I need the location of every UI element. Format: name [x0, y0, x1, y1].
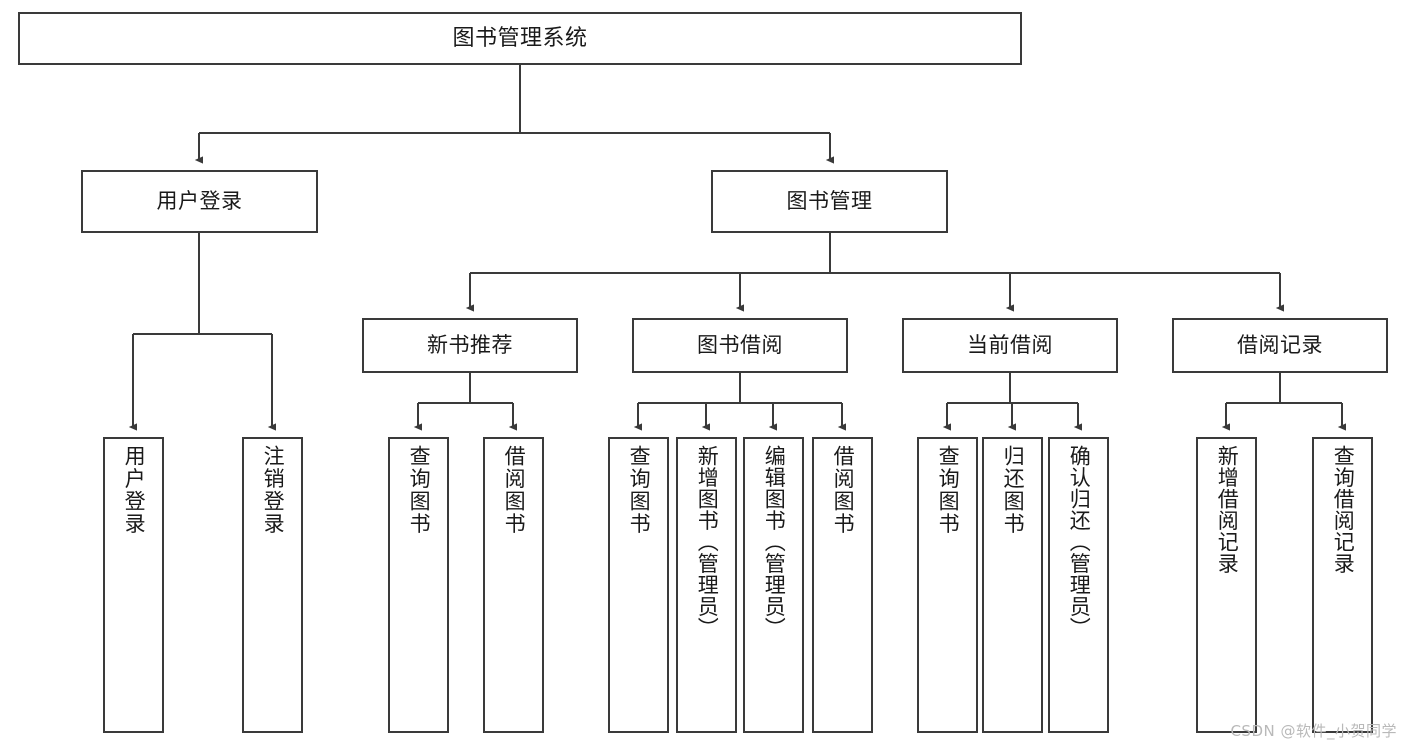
leaf-borrow-borrow-book[interactable]: 借阅图书 — [812, 437, 873, 733]
node-label: 新增借阅记录 — [1215, 445, 1240, 574]
node-book-borrow[interactable]: 图书借阅 — [632, 318, 848, 373]
node-root-library-system[interactable]: 图书管理系统 — [18, 12, 1022, 65]
node-label: 新书推荐 — [427, 333, 513, 358]
node-label: 借阅图书 — [831, 445, 856, 535]
leaf-new-book-borrow[interactable]: 借阅图书 — [483, 437, 544, 733]
node-borrow-record[interactable]: 借阅记录 — [1172, 318, 1388, 373]
node-label: 归还图书 — [1001, 445, 1026, 535]
leaf-new-book-query[interactable]: 查询图书 — [388, 437, 449, 733]
node-label: 新增图书（管理员） — [695, 445, 720, 639]
node-label: 用户登录 — [122, 445, 147, 535]
node-label: 图书管理 — [786, 189, 873, 214]
leaf-user-login-login[interactable]: 用户登录 — [103, 437, 164, 733]
node-new-book-recommendation[interactable]: 新书推荐 — [362, 318, 578, 373]
leaf-borrow-edit-book-admin[interactable]: 编辑图书（管理员） — [743, 437, 804, 733]
leaf-borrow-add-book-admin[interactable]: 新增图书（管理员） — [676, 437, 737, 733]
node-book-management[interactable]: 图书管理 — [711, 170, 948, 233]
node-label: 当前借阅 — [967, 333, 1053, 358]
leaf-current-confirm-return-admin[interactable]: 确认归还（管理员） — [1048, 437, 1109, 733]
leaf-user-login-logout[interactable]: 注销登录 — [242, 437, 303, 733]
node-label: 查询图书 — [407, 445, 432, 535]
leaf-current-return-book[interactable]: 归还图书 — [982, 437, 1043, 733]
node-label: 查询借阅记录 — [1331, 445, 1356, 574]
node-label: 注销登录 — [261, 445, 286, 535]
node-label: 编辑图书（管理员） — [762, 445, 787, 639]
leaf-record-query-borrow-record[interactable]: 查询借阅记录 — [1312, 437, 1373, 733]
leaf-current-query-book[interactable]: 查询图书 — [917, 437, 978, 733]
node-current-borrow[interactable]: 当前借阅 — [902, 318, 1118, 373]
node-label: 用户登录 — [156, 189, 243, 214]
node-label: 查询图书 — [627, 445, 652, 535]
node-label: 借阅图书 — [502, 445, 527, 535]
leaf-record-add-borrow-record[interactable]: 新增借阅记录 — [1196, 437, 1257, 733]
node-label: 图书借阅 — [697, 333, 783, 358]
node-label: 图书管理系统 — [452, 25, 588, 51]
node-label: 查询图书 — [936, 445, 961, 535]
node-label: 借阅记录 — [1237, 333, 1323, 358]
node-user-login[interactable]: 用户登录 — [81, 170, 318, 233]
leaf-borrow-query-book[interactable]: 查询图书 — [608, 437, 669, 733]
node-label: 确认归还（管理员） — [1067, 445, 1092, 639]
